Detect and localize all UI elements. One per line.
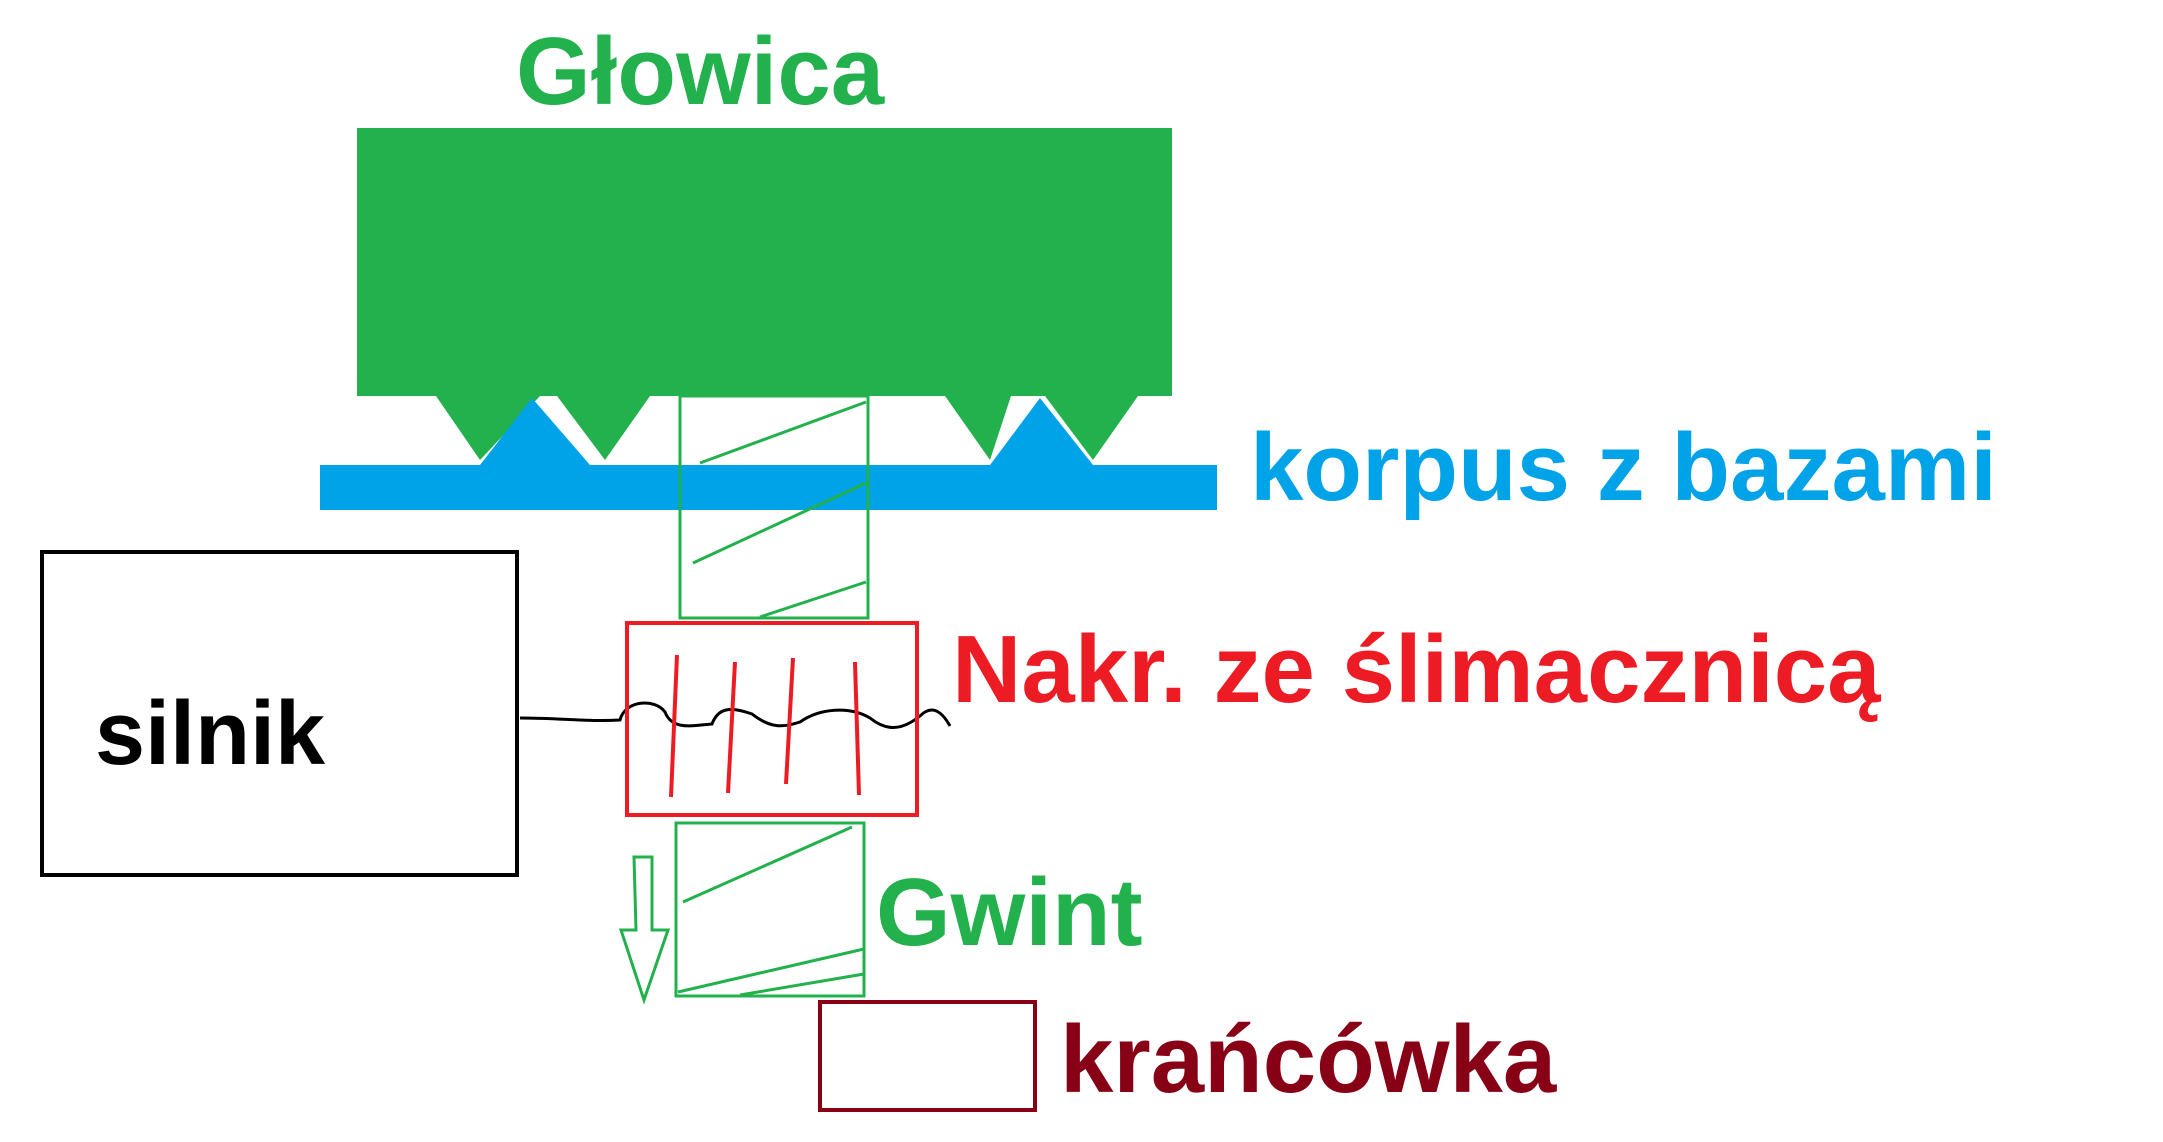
thread-label: Gwint xyxy=(876,859,1143,966)
thread-rod-lower xyxy=(674,821,866,998)
head-label: Głowica xyxy=(516,18,885,125)
body-bar xyxy=(320,465,1217,510)
motor-box xyxy=(40,550,519,877)
head-block xyxy=(357,128,1172,460)
limit-switch-box xyxy=(818,1000,1037,1112)
down-arrow-icon xyxy=(618,855,671,1005)
body-label: korpus z bazami xyxy=(1250,414,1997,521)
limit-switch-label: krańcówka xyxy=(1060,1006,1557,1113)
thread-rod-upper xyxy=(678,394,870,620)
nut-block xyxy=(625,621,919,817)
nut-label: Nakr. ze ślimacznicą xyxy=(952,616,1881,723)
motor-label: silnik xyxy=(95,684,326,784)
worm-shaft xyxy=(519,701,952,729)
datum-triangle-2 xyxy=(990,398,1093,465)
datum-triangle-1 xyxy=(480,398,590,465)
